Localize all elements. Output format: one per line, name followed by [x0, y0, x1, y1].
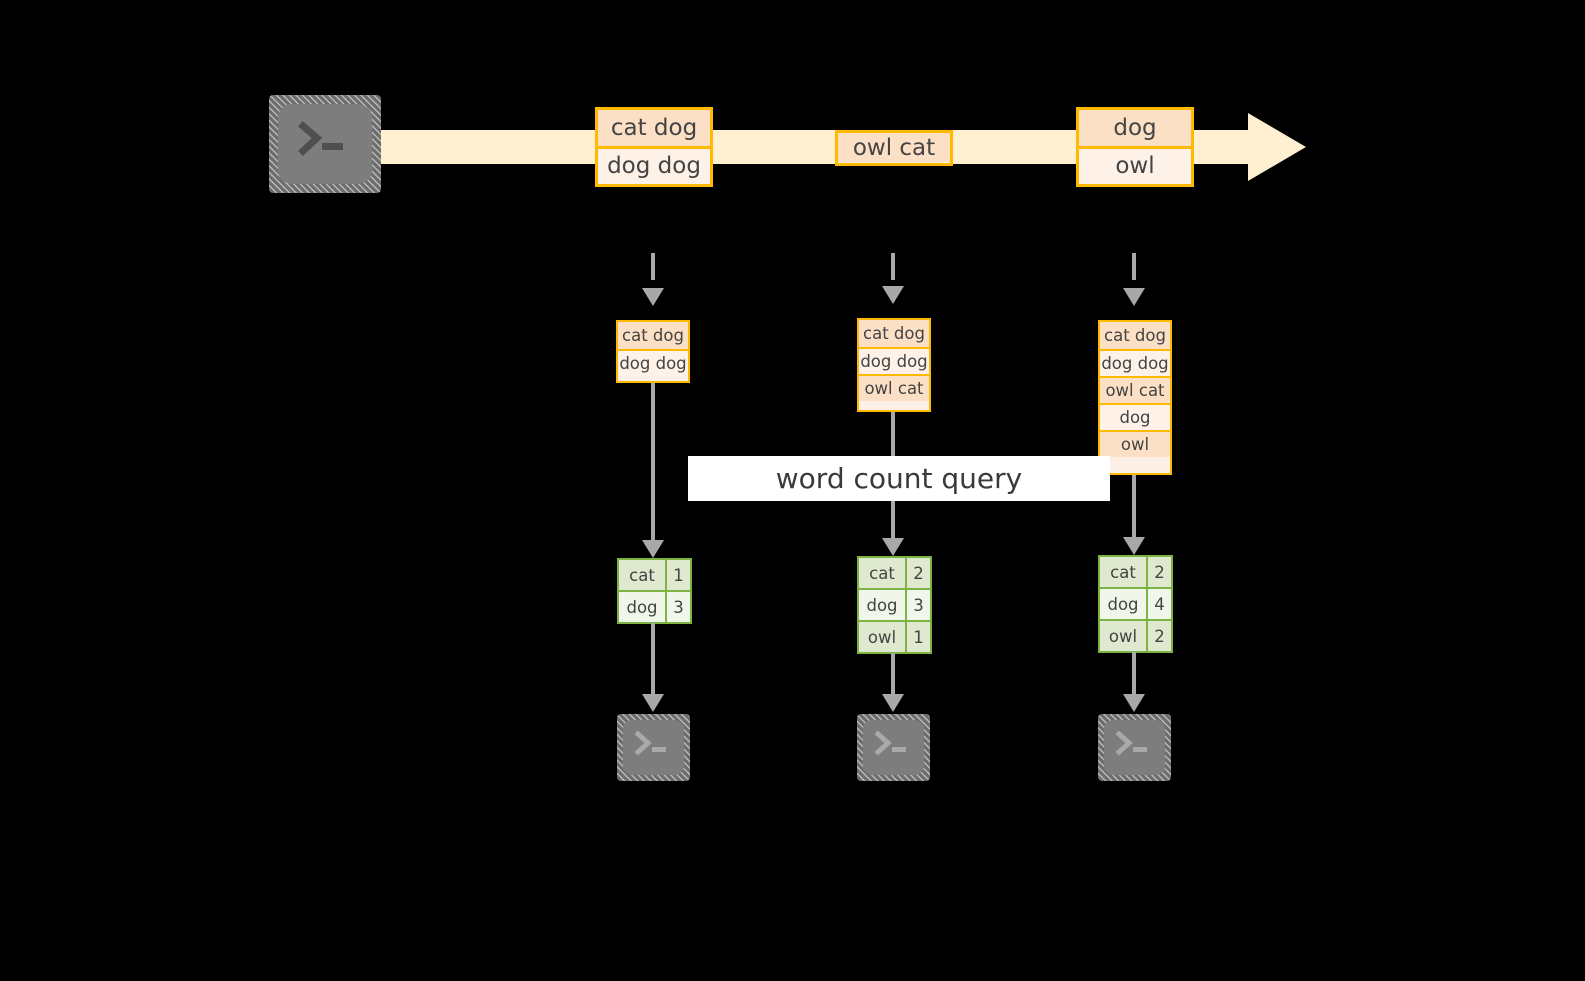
word-cell: dog [859, 590, 905, 620]
col2-sink-terminal-icon [857, 714, 930, 781]
count-cell: 1 [665, 560, 690, 590]
col1-result-table[interactable]: cat 1 dog 3 [617, 558, 692, 624]
query-label: word count query [688, 456, 1110, 501]
message-row: dog dog [598, 146, 710, 182]
stream-message-2[interactable]: owl cat [835, 130, 953, 166]
count-cell: 2 [1146, 557, 1171, 587]
source-terminal-icon [269, 95, 381, 193]
connector-col1-to-result [651, 383, 655, 551]
word-cell: dog [1100, 589, 1146, 619]
word-cell: owl [1100, 621, 1146, 651]
table-row: dog 3 [619, 590, 690, 622]
count-cell: 2 [905, 558, 930, 588]
word-cell: dog [619, 592, 665, 622]
input-row: dog dog [1100, 349, 1170, 376]
input-row: cat dog [1100, 322, 1170, 349]
arrowhead-col2-sink [882, 694, 904, 712]
col1-input-stack[interactable]: cat dog dog dog [616, 320, 690, 383]
stream-message-3[interactable]: dog owl [1076, 107, 1194, 187]
count-cell: 2 [1146, 621, 1171, 651]
message-row: cat dog [598, 110, 710, 146]
table-row: owl 2 [1100, 619, 1171, 651]
message-row: owl [1079, 146, 1191, 182]
count-cell: 4 [1146, 589, 1171, 619]
input-row: cat dog [618, 322, 688, 349]
terminal-prompt-glyph [634, 730, 666, 756]
arrowhead-col2-input [882, 286, 904, 304]
table-row: owl 1 [859, 620, 930, 652]
table-row: cat 1 [619, 560, 690, 590]
connector-col3-to-sink [1132, 652, 1136, 701]
col2-result-table[interactable]: cat 2 dog 3 owl 1 [857, 556, 932, 654]
table-row: dog 4 [1100, 587, 1171, 619]
connector-col1-to-sink [651, 623, 655, 701]
word-cell: cat [859, 558, 905, 588]
input-row: dog [1100, 403, 1170, 430]
table-row: cat 2 [859, 558, 930, 588]
col3-sink-terminal-icon [1098, 714, 1171, 781]
col1-sink-terminal-icon [617, 714, 690, 781]
terminal-prompt-glyph [874, 730, 906, 756]
input-row: owl cat [859, 374, 929, 401]
word-cell: cat [619, 560, 665, 590]
col3-result-table[interactable]: cat 2 dog 4 owl 2 [1098, 555, 1173, 653]
terminal-prompt-glyph [298, 121, 343, 156]
word-cell: owl [859, 622, 905, 652]
message-row: dog [1079, 110, 1191, 146]
input-row: dog dog [618, 349, 688, 376]
arrowhead-col3-input [1123, 288, 1145, 306]
connector-col2-to-sink [891, 653, 895, 701]
table-row: dog 3 [859, 588, 930, 620]
col2-input-stack[interactable]: cat dog dog dog owl cat [857, 318, 931, 412]
count-cell: 3 [905, 590, 930, 620]
col3-input-stack[interactable]: cat dog dog dog owl cat dog owl [1098, 320, 1172, 475]
dashed-connector-col1 [651, 253, 655, 280]
word-cell: cat [1100, 557, 1146, 587]
input-row: cat dog [859, 320, 929, 347]
arrowhead-col1-input [642, 288, 664, 306]
arrowhead-col1-sink [642, 694, 664, 712]
message-row: owl cat [838, 133, 950, 162]
dashed-connector-col2 [891, 253, 895, 280]
input-row: dog dog [859, 347, 929, 374]
table-row: cat 2 [1100, 557, 1171, 587]
arrowhead-col3-result [1123, 537, 1145, 555]
arrowhead-col1-result [642, 540, 664, 558]
connector-col3-to-result [1132, 475, 1136, 548]
arrowhead-col2-result [882, 538, 904, 556]
arrowhead-col3-sink [1123, 694, 1145, 712]
dashed-connector-col3 [1132, 253, 1136, 280]
count-cell: 3 [665, 592, 690, 622]
stream-message-1[interactable]: cat dog dog dog [595, 107, 713, 187]
input-row: owl [1100, 430, 1170, 457]
terminal-prompt-glyph [1115, 730, 1147, 756]
input-row: owl cat [1100, 376, 1170, 403]
count-cell: 1 [905, 622, 930, 652]
